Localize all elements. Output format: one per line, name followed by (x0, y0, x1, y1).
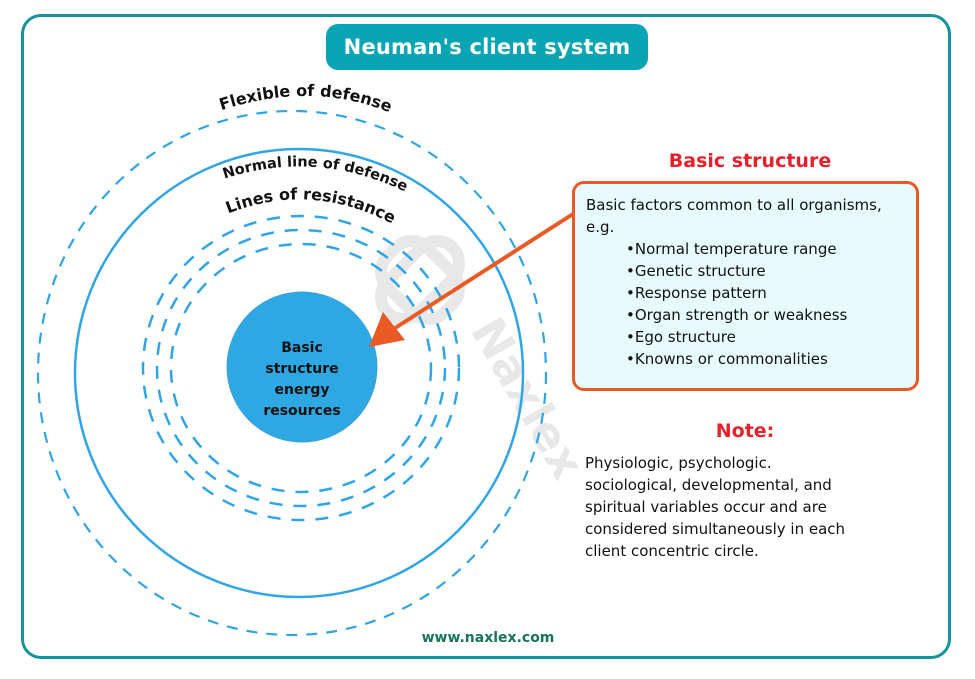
note-heading: Note: (715, 420, 775, 442)
basic-structure-intro-eg: e.g. (586, 218, 615, 236)
core-basic-structure (226, 291, 378, 443)
note-line: spiritual variables occur and are (585, 498, 827, 516)
ring-flexible-line-of-defense (36, 109, 548, 637)
note-line: considered simultaneously in each (585, 520, 846, 538)
ring-line-of-resistance-inner (169, 242, 433, 494)
pointer-arrow (369, 212, 575, 347)
note-line: client concentric circle. (585, 542, 759, 560)
diagram-title: Neuman's client system (343, 35, 631, 59)
list-item: Response pattern (626, 282, 916, 304)
note-text: Physiologic, psychologic. sociological, … (585, 452, 905, 562)
ring-line-of-resistance-outer (141, 214, 461, 522)
list-item: Ego structure (626, 326, 916, 348)
basic-structure-list: Normal temperature range Genetic structu… (586, 238, 916, 370)
label-lines-of-resistance: Lines of resistance (223, 184, 399, 227)
note-line: sociological, developmental, and (585, 476, 832, 494)
naxlex-watermark: Naxlex (375, 235, 595, 488)
naxlex-logo-icon (375, 235, 465, 325)
note-line: Physiologic, psychologic. (585, 454, 772, 472)
title-banner: Neuman's client system (326, 24, 648, 70)
ring-normal-line-of-defense (73, 147, 525, 599)
list-item: Normal temperature range (626, 238, 916, 260)
core-label-line: structure (265, 361, 339, 377)
list-item: Genetic structure (626, 260, 916, 282)
basic-structure-intro: Basic factors common to all organisms, (586, 196, 882, 214)
core-label-line: energy (274, 382, 330, 398)
diagram-frame (21, 14, 951, 659)
basic-structure-heading: Basic structure (668, 150, 832, 172)
basic-structure-box: Basic factors common to all organisms, e… (572, 181, 919, 391)
ring-line-of-resistance-middle (155, 228, 447, 508)
list-item: Organ strength or weakness (626, 304, 916, 326)
footer-website-link[interactable]: www.naxlex.com (421, 630, 555, 646)
arrowhead-icon (369, 312, 405, 347)
list-item: Knowns or commonalities (626, 348, 916, 370)
core-label: Basic structure energy resources (242, 338, 362, 422)
core-label-line: Basic (281, 340, 323, 356)
core-label-line: resources (263, 403, 341, 419)
